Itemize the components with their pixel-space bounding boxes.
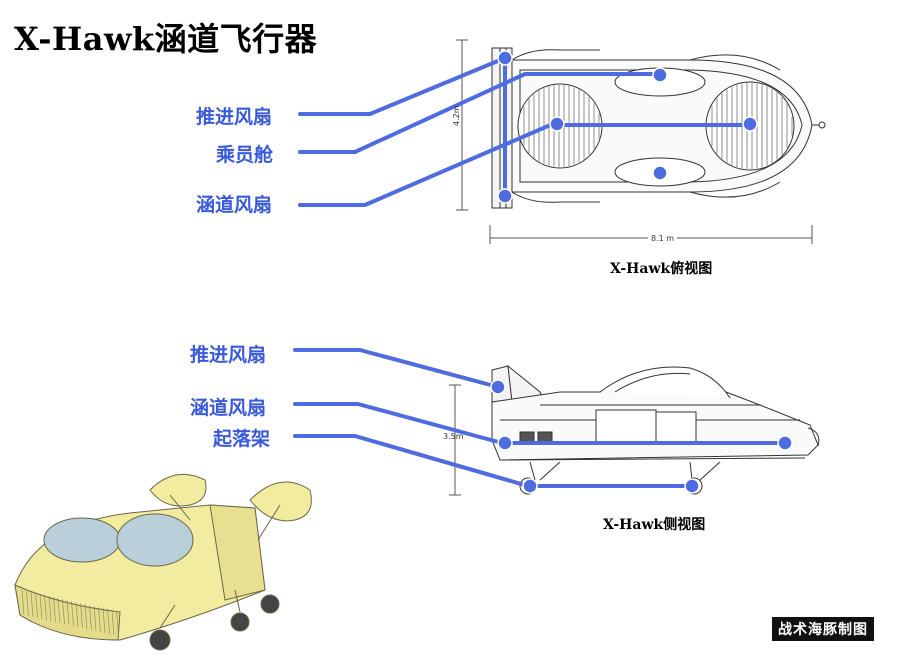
render-grille-line xyxy=(21,589,25,616)
label-side-propulsion-fan: 推进风扇 xyxy=(190,344,267,366)
side-view-height-dimension: 3.5m xyxy=(443,432,464,441)
label-top-ducted-fan: 涵道风扇 xyxy=(196,194,273,216)
side-view-drawing xyxy=(449,364,820,496)
render-grille-line xyxy=(30,591,34,618)
dot-top-rear-fan-lower xyxy=(497,188,513,204)
render-grille-line xyxy=(111,609,115,636)
label-top-propulsion-fan: 推进风扇 xyxy=(196,106,273,128)
label-side-landing-gear: 起落架 xyxy=(213,428,271,450)
render-grille-line xyxy=(35,592,38,619)
render-grille-line xyxy=(62,598,65,625)
leader-lines xyxy=(293,56,787,488)
render-grille-line xyxy=(44,594,47,621)
dot-top-fan-front xyxy=(742,116,758,132)
render-front-grille xyxy=(21,589,119,637)
page-title: X-Hawk涵道飞行器 xyxy=(14,20,318,58)
render-grille-line xyxy=(116,610,119,637)
dot-top-rear-fan-upper xyxy=(497,50,513,66)
render-grille-line xyxy=(75,601,79,628)
top-view-height-dimension: 4.2m xyxy=(452,105,461,126)
side-view-caption: X-Hawk侧视图 xyxy=(603,517,706,533)
label-top-crew-cabin: 乘员舱 xyxy=(216,144,274,166)
dot-top-cabin-upper xyxy=(652,67,668,83)
top-view-width-dimension: 8.1 m xyxy=(648,234,678,243)
x-hawk-3d-render xyxy=(14,473,312,651)
render-grille-line xyxy=(53,596,56,623)
render-grille-line xyxy=(66,599,70,626)
dot-top-cabin-lower xyxy=(652,165,668,181)
leader-side-landing-gear xyxy=(293,434,696,488)
render-grille-line xyxy=(84,603,88,630)
render-grille-line xyxy=(89,604,92,631)
top-view-caption: X-Hawk俯视图 xyxy=(610,261,713,277)
dot-side-ducted-fan-rear xyxy=(497,435,513,451)
render-grille-line xyxy=(93,605,97,632)
dot-top-fan-rear xyxy=(549,116,565,132)
dot-side-propulsion-fan xyxy=(490,379,506,395)
render-grille-line xyxy=(48,595,52,622)
leader-side-propulsion-fan xyxy=(293,348,500,389)
dot-side-ducted-fan-front xyxy=(777,435,793,451)
render-grille-line xyxy=(71,600,74,627)
render-grille-line xyxy=(98,606,101,633)
dot-side-wheel-front xyxy=(684,478,700,494)
render-grille-line xyxy=(102,607,106,634)
leader-dots xyxy=(490,50,793,494)
render-grille-line xyxy=(26,590,29,617)
leader-side-ducted-fan xyxy=(293,402,787,445)
leader-top-ducted-fan xyxy=(298,121,557,207)
leader-top-crew-cabin xyxy=(298,72,662,154)
render-grille-line xyxy=(39,593,43,620)
watermark-stamp: 战术海豚制图 xyxy=(772,617,874,641)
label-side-ducted-fan: 涵道风扇 xyxy=(190,397,267,419)
render-grille-line xyxy=(107,608,110,635)
leader-top-propulsion-fan xyxy=(298,56,507,116)
dot-side-wheel-rear xyxy=(522,478,538,494)
render-grille-line xyxy=(80,602,83,629)
render-grille-line xyxy=(57,597,61,624)
